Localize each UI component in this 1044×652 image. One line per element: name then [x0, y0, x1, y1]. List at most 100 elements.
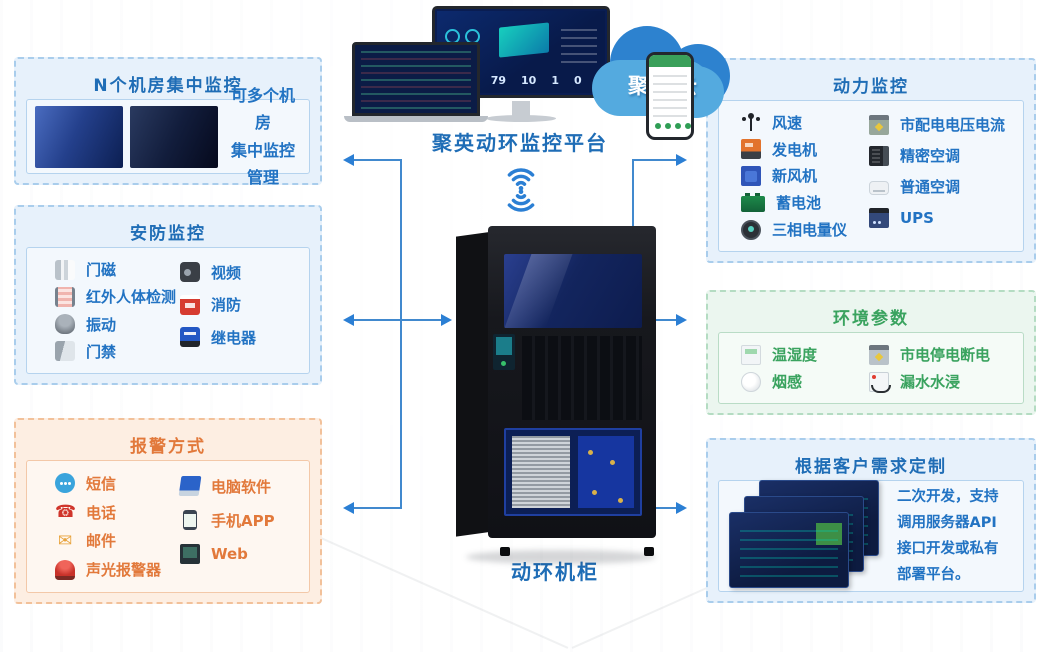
cabinet-shadow: [466, 550, 656, 564]
custom-description: 二次开发，支持调用服务器API接口开发或私有部署平台。: [897, 488, 999, 584]
list-item: 发电机: [741, 139, 869, 160]
sms-icon: [55, 473, 75, 494]
item-label: 漏水水浸: [900, 373, 961, 391]
pc-software-icon: [178, 476, 202, 497]
web-icon: [180, 544, 200, 565]
cabinet-front-panel: [488, 226, 656, 538]
item-label: 发电机: [772, 140, 818, 159]
item-label: UPS: [900, 208, 934, 227]
list-item: 蓄电池: [741, 192, 869, 213]
panel-title: N个机房集中监控: [93, 76, 243, 96]
temp-humidity-icon: [741, 344, 761, 365]
panel-title: 动力监控: [833, 77, 909, 97]
email-icon: ✉: [57, 530, 73, 551]
item-label: 蓄电池: [776, 194, 822, 213]
item-label: 烟感: [772, 373, 803, 391]
distribution-power-icon: [869, 114, 889, 135]
item-label: 消防: [211, 296, 242, 315]
item-label: 三相电量仪: [772, 221, 848, 240]
laptop-base: [344, 116, 488, 122]
item-label: 电话: [86, 503, 117, 522]
rooms-note-line: 可多个机房: [230, 86, 295, 133]
cabinet-caption: 动环机柜: [511, 560, 599, 584]
list-item: 漏水水浸: [869, 371, 1019, 393]
item-label: Web: [211, 545, 248, 564]
connector-line: [352, 159, 402, 161]
cabinet-lower-window: [504, 428, 642, 516]
list-item: ☎ 电话: [55, 502, 180, 523]
cabinet-blue-panel: [578, 436, 634, 508]
panel-title: 环境参数: [833, 309, 909, 329]
list-item: 精密空调: [869, 145, 1019, 166]
phone-app-rows: [653, 71, 687, 117]
power-outage-icon: [869, 344, 889, 365]
panel-security: 安防监控 门磁 红外人体检测 振动 门禁 视频 消防 继电器: [14, 205, 322, 385]
list-item: 三相电量仪: [741, 219, 869, 240]
list-item: 市电停电断电: [869, 344, 1019, 365]
security-column-2: 视频 消防 继电器: [180, 256, 305, 365]
stat-value: 10: [521, 74, 537, 87]
cabinet-foot: [644, 547, 654, 556]
camera-icon: [180, 262, 200, 283]
platform-caption: 聚英动环监控平台: [432, 131, 608, 155]
list-item: 普通空调: [869, 176, 1019, 197]
water-leak-icon: [869, 371, 891, 393]
list-item: 风速: [741, 112, 869, 133]
alarm-column-2: 电脑软件 手机APP Web: [178, 469, 305, 584]
list-item: 电脑软件: [178, 476, 305, 497]
list-item: 烟感: [741, 371, 869, 392]
dashboard-screenshot: [729, 512, 849, 588]
connector-arrow: [343, 154, 354, 166]
item-label: 新风机: [772, 167, 818, 186]
panel-alarm: 报警方式 短信 ☎ 电话 ✉ 邮件 声光报警器 电脑软件 手机APP Web: [14, 418, 322, 604]
connector-line: [632, 159, 678, 161]
panel-rooms: N个机房集中监控 可多个机房 集中监控管理: [14, 57, 322, 187]
connector-line-left: [400, 159, 402, 508]
list-item: 消防: [180, 294, 305, 315]
item-label: 精密空调: [900, 147, 961, 166]
panel-power-content: 风速 发电机 新风机 蓄电池 三相电量仪 市配电电压电流 精密空调 普通空调 U…: [718, 100, 1024, 252]
connector-line: [352, 319, 444, 321]
rooms-note: 可多个机房 集中监控管理: [225, 82, 301, 191]
fire-alarm-icon: [180, 294, 200, 315]
panel-title: 报警方式: [130, 437, 206, 457]
item-label: 手机APP: [211, 511, 275, 530]
infrared-detector-icon: [55, 286, 75, 307]
list-item: 门磁: [55, 259, 180, 280]
phone-status-dots: [655, 123, 661, 129]
wifi-signal-icon: [507, 168, 535, 212]
cabinet-foot: [500, 547, 510, 556]
list-item: 温湿度: [741, 344, 869, 365]
generator-icon: [741, 139, 761, 160]
item-label: 电脑软件: [211, 477, 272, 496]
item-label: 邮件: [86, 532, 117, 551]
stat-value: 79: [490, 74, 506, 87]
laptop-image: [352, 42, 480, 116]
connector-line: [352, 507, 402, 509]
power-column-1: 风速 发电机 新风机 蓄电池 三相电量仪: [741, 109, 869, 243]
telephone-icon: ☎: [55, 502, 77, 523]
siren-icon: [55, 559, 75, 580]
panel-security-content: 门磁 红外人体检测 振动 门禁 视频 消防 继电器: [26, 247, 310, 374]
data-table-graphic: [561, 23, 597, 63]
fresh-air-unit-icon: [741, 165, 761, 186]
rooms-note-line: 集中监控管理: [230, 140, 295, 187]
server-cabinet-image: [456, 226, 658, 564]
list-item: 新风机: [741, 165, 869, 186]
list-item: 继电器: [180, 327, 305, 348]
connector-arrow: [343, 314, 354, 326]
panel-title: 安防监控: [130, 224, 206, 244]
security-column-1: 门磁 红外人体检测 振动 门禁: [55, 256, 180, 365]
normal-ac-icon: [869, 181, 889, 196]
stat-value: 0: [573, 74, 582, 87]
battery-icon: [741, 192, 765, 212]
dashboard-screenshots: [729, 480, 885, 592]
list-item: 声光报警器: [55, 559, 180, 580]
item-label: 继电器: [211, 328, 257, 347]
phone-image: [646, 52, 694, 140]
list-item: 视频: [180, 262, 305, 283]
panel-custom-content: 二次开发，支持调用服务器API接口开发或私有部署平台。: [718, 480, 1024, 592]
cabinet-control-screen: [493, 334, 515, 370]
item-label: 短信: [86, 474, 117, 493]
